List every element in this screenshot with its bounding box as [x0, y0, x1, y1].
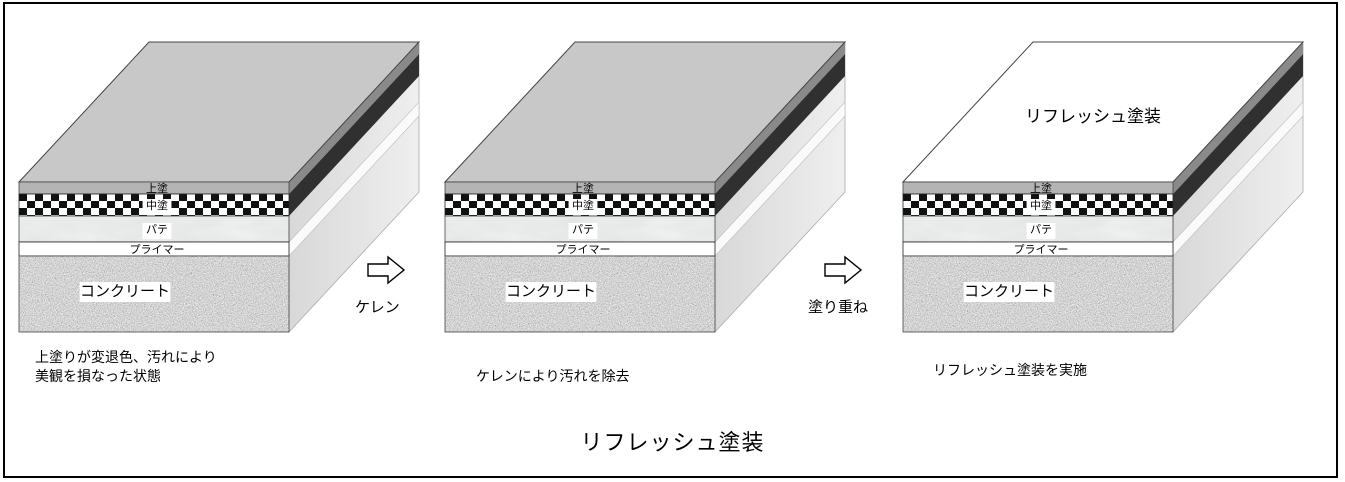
layer-label-mid-coat: 中塗 [146, 198, 168, 212]
layer-top-coat: 上塗 [444, 181, 716, 195]
layer-label-primer: プライマー [130, 243, 185, 256]
layer-label-top-coat: 上塗 [1030, 181, 1052, 195]
right-arrow-icon [367, 255, 406, 285]
layer-label-concrete: コンクリート [506, 282, 596, 300]
layer-label-putty: パテ [146, 223, 168, 236]
layer-label-concrete: コンクリート [80, 282, 170, 300]
layer-concrete: コンクリート [444, 255, 716, 333]
layer-primer: プライマー [18, 241, 290, 257]
layer-label-putty: パテ [572, 223, 594, 236]
caption-before: 上塗りが変退色、汚れにより 美観を損なった状態 [35, 350, 217, 385]
layer-label-primer: プライマー [1014, 243, 1069, 256]
caption-after: リフレッシュ塗装を実施 [933, 363, 1087, 379]
layer-putty: パテ [902, 215, 1174, 243]
layer-label-primer: プライマー [556, 243, 611, 256]
layer-putty: パテ [444, 215, 716, 243]
layer-primer: プライマー [444, 241, 716, 257]
layer-mid-coat: 中塗 [902, 193, 1174, 217]
surface-label: リフレッシュ塗装 [1025, 106, 1161, 127]
caption-scraped: ケレンにより汚れを除去 [476, 369, 630, 385]
layer-label-top-coat: 上塗 [146, 181, 168, 195]
layer-label-mid-coat: 中塗 [572, 198, 594, 212]
arrow-label-scrape: ケレン [355, 298, 400, 316]
layer-label-top-coat: 上塗 [572, 181, 594, 195]
layer-label-concrete: コンクリート [964, 282, 1054, 300]
diagram-title: リフレッシュ塗装 [580, 431, 765, 456]
layer-putty: パテ [18, 215, 290, 243]
layer-top-coat: 上塗 [902, 181, 1174, 195]
arrow-label-overcoat: 塗り重ね [808, 298, 869, 316]
layer-top-coat: 上塗 [18, 181, 290, 195]
layer-concrete: コンクリート [18, 255, 290, 333]
layer-concrete: コンクリート [902, 255, 1174, 333]
layer-label-putty: パテ [1030, 223, 1052, 236]
right-arrow-icon [824, 255, 863, 285]
layer-mid-coat: 中塗 [444, 193, 716, 217]
layer-primer: プライマー [902, 241, 1174, 257]
layer-label-mid-coat: 中塗 [1030, 198, 1052, 212]
layer-mid-coat: 中塗 [18, 193, 290, 217]
